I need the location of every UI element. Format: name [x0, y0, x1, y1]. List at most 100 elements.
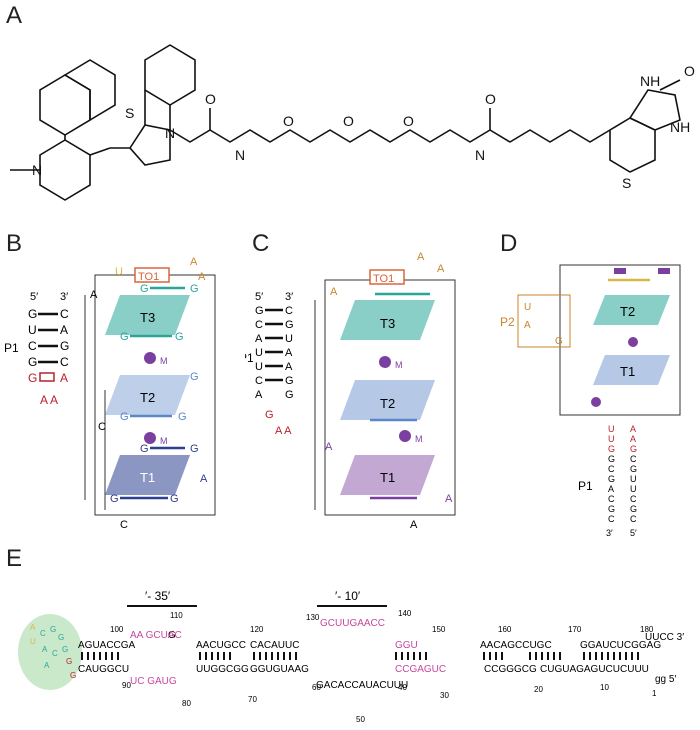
top-seq-5: AACAGCCUGC	[480, 640, 552, 651]
num-180: 180	[640, 625, 654, 634]
ellipse-letter-4: G	[58, 633, 64, 642]
num-140: 140	[398, 609, 412, 618]
bot-seq-4: CCGGGCG	[484, 664, 537, 675]
c-ion-label-2: M	[415, 434, 423, 444]
p1-left-4: G	[28, 371, 37, 385]
panel-c-diagram: 5′ 3′ G C A U U C A C G U A A G G P1 G A…	[245, 251, 456, 530]
c-left-6: A	[255, 389, 263, 401]
panel-label-d: D	[500, 230, 518, 257]
c-a28: A	[437, 263, 445, 275]
b-a22: A	[200, 473, 208, 485]
d-u: U	[524, 302, 531, 313]
num-80: 80	[182, 699, 191, 708]
d-p1-label: P1	[578, 479, 593, 493]
num-170: 170	[568, 625, 582, 634]
c-g7: G	[265, 409, 274, 421]
top-seq-0: AGUACCGA	[78, 640, 136, 651]
b-u15: U	[115, 266, 123, 278]
b-tier-t1-label: T1	[140, 470, 155, 485]
d-stem-left-9: C	[608, 514, 615, 524]
d-stem-right-7: C	[630, 494, 637, 504]
d-three-prime: 3′	[606, 528, 613, 538]
p1-left-3: G	[28, 355, 37, 369]
b-tier-t2-label: T2	[140, 390, 155, 405]
num-130: 130	[306, 613, 320, 622]
num-110: 110	[170, 611, 183, 620]
p1-left-2: C	[28, 339, 37, 353]
atom-o-ether-2: O	[343, 113, 354, 129]
d-stem-right-0: A	[630, 424, 636, 434]
p1-right-3: C	[60, 355, 69, 369]
b-a25: A	[198, 271, 206, 283]
c-three-prime: 3′	[285, 291, 293, 303]
p1-three-prime: 3′	[60, 291, 68, 303]
b-tier-t3	[105, 295, 190, 335]
c-left-5: C	[255, 375, 263, 387]
b-g10: G	[140, 283, 149, 295]
d-ion-1	[628, 337, 638, 347]
chemical-structure: N S N O N O O O N O S NH NH O	[10, 44, 695, 201]
ellipse-letter-0: A	[30, 623, 36, 632]
c-left-2: A	[255, 333, 263, 345]
b-g21: G	[175, 331, 184, 343]
c-to1: TO1	[373, 273, 394, 285]
top-seq-3: CACAUUC	[250, 640, 299, 651]
d-stem-right-8: G	[630, 504, 637, 514]
c-left-4: U	[255, 361, 263, 373]
b-g9: G	[140, 443, 149, 455]
b-g24: G	[190, 371, 199, 383]
c-ion-2	[399, 430, 411, 442]
p1-right-0: C	[60, 307, 69, 321]
num-160: 160	[498, 625, 512, 634]
atom-s-biotin: S	[622, 175, 631, 191]
top-seq-6: GGAUCUCGGAG	[580, 640, 661, 651]
d-stem-right-3: C	[630, 454, 637, 464]
b-g18: G	[170, 493, 179, 505]
top-seq-4: GGU	[395, 640, 418, 651]
ellipse-letter-8: A	[44, 661, 50, 670]
b-ion-1	[144, 352, 156, 364]
d-stem-right-6: U	[630, 484, 637, 494]
c-ion-1	[379, 356, 391, 368]
d-g: G	[555, 336, 563, 347]
c-left-1: C	[255, 319, 263, 331]
atom-o-amide-2: O	[485, 91, 496, 107]
bot-seq-6: gg 5′	[655, 674, 676, 685]
c-a25: A	[445, 493, 453, 505]
c-to1-box	[369, 269, 405, 285]
p1-left-0: G	[28, 307, 37, 321]
b-a11: A	[90, 289, 98, 301]
c-a9: A A	[275, 425, 292, 437]
num-60: 60	[312, 683, 321, 692]
ellipse-letter-5: A	[42, 645, 48, 654]
d-tier-t2	[593, 295, 670, 325]
bot-seq-3: CCGAGUC	[395, 664, 446, 675]
c-tier-t3	[340, 300, 435, 340]
ellipse-letter-1: U	[30, 637, 36, 646]
bot-seq-2: GGUGUAAG	[250, 664, 309, 675]
b-g14: G	[120, 411, 129, 423]
panel-label-e: E	[6, 545, 23, 572]
atom-o-ether-3: O	[403, 113, 414, 129]
c-p1-label: P1	[245, 351, 254, 365]
atom-n-amide-1: N	[235, 147, 245, 163]
num-100: 100	[110, 625, 124, 634]
loop-bot: GACACCAUACUUU	[316, 680, 408, 691]
bot-seq-1: UUGGCGG	[196, 664, 249, 675]
panel-label-b: B	[6, 230, 23, 257]
loop-top: GCUUGAACC	[320, 618, 385, 629]
bar-minus-10-label: ′- 10′	[335, 589, 361, 603]
ellipse-letter-2: C	[40, 629, 46, 638]
d-stem-left-6: A	[608, 484, 614, 494]
panel-label-c: C	[252, 230, 270, 257]
b-to1-box	[134, 267, 170, 283]
num-10: 10	[600, 683, 609, 692]
b-a7: A A	[40, 393, 58, 407]
b-c17: C	[98, 421, 106, 433]
top-seq-7: UUCC 3′	[645, 632, 684, 643]
green-ellipse	[18, 614, 82, 690]
bar-minus-35-label: ′- 35′	[145, 589, 171, 603]
panel-b-diagram: 5′ 3′ G U C G G C A G C A P1 A A T3 TO1 …	[4, 256, 216, 530]
c-tier-t2-label: T2	[380, 396, 395, 411]
panel-label-a: A	[6, 2, 23, 29]
